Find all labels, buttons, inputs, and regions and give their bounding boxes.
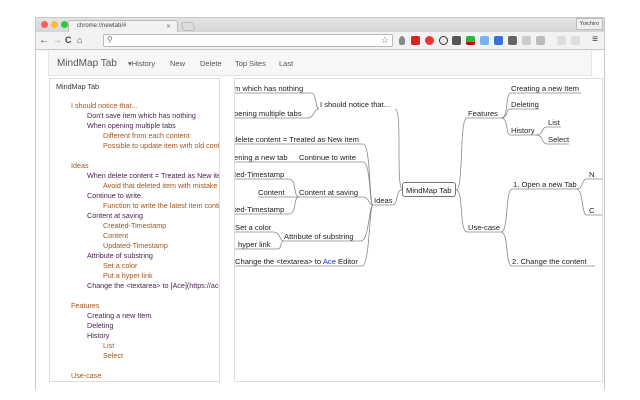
nav-delete[interactable]: Delete (200, 59, 222, 68)
minimize-window-button[interactable] (51, 21, 58, 28)
outline-line[interactable]: Continue to write (87, 191, 141, 200)
mm-node[interactable]: C (589, 206, 595, 215)
gray-extension-icon[interactable] (536, 36, 545, 45)
outline-line[interactable]: Different from each content (103, 131, 190, 140)
mm-node[interactable]: delete content = Treated as New item (234, 135, 360, 144)
app-navbar: MindMap Tab ▾History New Delete Top Site… (48, 51, 592, 76)
outline-line[interactable]: History (87, 331, 110, 340)
nav-top-sites[interactable]: Top Sites (235, 59, 266, 68)
ace-link[interactable]: Ace (322, 257, 336, 266)
outline-line[interactable]: Change the <textarea> to [Ace](https://a… (87, 281, 220, 290)
close-tab-icon[interactable]: ✕ (165, 24, 171, 30)
browser-toolbar: ← → C ⌂ ⚲ ☆ ≡ (36, 32, 604, 50)
mm-node[interactable]: N (589, 170, 595, 179)
outline-line[interactable]: Attribute of substring (87, 251, 153, 260)
outline-line[interactable]: Set a color (103, 261, 138, 270)
bell-extension-icon[interactable] (399, 36, 405, 45)
mm-node[interactable]: pening multiple tabs (234, 109, 302, 118)
mm-node[interactable]: Set a color (235, 223, 272, 232)
gmail-extension-icon[interactable] (411, 36, 420, 45)
new-tab-button[interactable] (180, 22, 196, 31)
maximize-window-button[interactable] (61, 21, 68, 28)
mindmap-connectors (235, 92, 602, 267)
mm-node[interactable]: Ideas (374, 196, 393, 205)
outline-line[interactable]: When delete content = Treated as New ite… (87, 171, 220, 180)
outline-line[interactable]: MindMap Tab (56, 82, 100, 91)
outline-line[interactable]: Select (103, 351, 123, 360)
home-icon[interactable]: ⌂ (77, 35, 83, 45)
mm-node[interactable]: Select (548, 135, 570, 144)
mm-text: Editor (335, 257, 358, 266)
mm-node[interactable]: ted-Timestamp (234, 170, 285, 179)
address-bar[interactable]: ⚲ ☆ (103, 34, 393, 47)
mm-node[interactable]: Content (258, 188, 285, 197)
bookmark-star-icon[interactable]: ☆ (380, 35, 389, 45)
blue-extension-icon[interactable] (480, 36, 489, 45)
outline-line[interactable]: Created-Timestamp (103, 221, 167, 230)
mm-node[interactable]: hyper link (238, 240, 271, 249)
mm-node[interactable]: Features (468, 109, 498, 118)
tab-title: chrome://newtab/# (77, 23, 127, 29)
calendar-extension-icon[interactable] (494, 36, 503, 45)
back-icon[interactable]: ← (39, 35, 49, 46)
mm-node[interactable]: Attribute of substring (284, 232, 354, 241)
close-window-button[interactable] (41, 21, 48, 28)
outline-line[interactable]: Function to write the latest item contin… (103, 201, 220, 210)
outline-line[interactable]: Content at saving (87, 211, 143, 220)
mm-node[interactable]: Creating a new Item (511, 84, 579, 93)
note-extension-icon[interactable] (571, 36, 580, 45)
outline-line[interactable]: Content (103, 231, 129, 240)
mm-node[interactable]: 2. Change the content (512, 257, 587, 266)
forward-icon[interactable]: → (52, 35, 62, 46)
mm-node[interactable]: List (548, 118, 560, 127)
mm-node[interactable]: Use-case (468, 223, 501, 232)
outline-line[interactable]: I should notice that... (71, 101, 138, 110)
outline-line[interactable]: List (103, 341, 115, 350)
rss-extension-icon[interactable] (557, 36, 566, 45)
nav-history[interactable]: ▾History (128, 59, 156, 68)
nav-new[interactable]: New (170, 59, 186, 68)
app-brand[interactable]: MindMap Tab (57, 58, 117, 69)
mm-node[interactable]: ted-Timestamp (234, 205, 285, 214)
mm-node[interactable]: Deleting (511, 100, 539, 109)
nav-last[interactable]: Last (279, 59, 294, 68)
mm-node[interactable]: ening a new tab (234, 153, 288, 162)
mm-node[interactable]: m which has nothing (234, 84, 304, 93)
outline-editor[interactable]: MindMap Tab I should notice that...Don't … (49, 78, 220, 382)
outline-line[interactable]: When opening multiple tabs (87, 121, 176, 130)
mm-node[interactable]: Change the <textarea> to Ace Editor (235, 257, 358, 266)
outline-line[interactable]: Deleting (87, 321, 114, 330)
info-extension-icon[interactable] (439, 36, 448, 45)
outline-line[interactable]: Don't save item which has nothing (87, 111, 196, 120)
search-icon: ⚲ (107, 35, 113, 44)
mail-extension-icon[interactable] (508, 36, 517, 45)
browser-window: chrome://newtab/# ✕ Yoichiro ← → C ⌂ ⚲ ☆ … (35, 17, 605, 390)
mm-text: Change the <textarea> to (235, 257, 323, 266)
mm-node[interactable]: History (511, 126, 535, 135)
mm-root-node[interactable]: MindMap Tab (402, 182, 456, 197)
tab-bar: chrome://newtab/# ✕ Yoichiro (36, 18, 604, 32)
mm-node[interactable]: Content at saving (299, 188, 359, 197)
dark-extension-icon[interactable] (452, 36, 461, 45)
outline-line[interactable]: Possible to update item with old content (103, 141, 220, 150)
outline-line[interactable]: Avoid that deleted item with mistake (103, 181, 218, 190)
outline-line[interactable]: Put a hyper link (103, 271, 153, 280)
profile-button[interactable]: Yoichiro (575, 18, 603, 30)
mm-node[interactable]: 1. Open a new Tab (513, 180, 577, 189)
photo-extension-icon[interactable] (522, 36, 531, 45)
mm-node[interactable]: I should notice that... (320, 100, 391, 109)
mm-node[interactable]: Continue to write (299, 153, 356, 162)
mindmap-view: m which has nothing pening multiple tabs… (234, 78, 603, 382)
outline-line[interactable]: Use-case (71, 371, 102, 380)
outline-line[interactable]: Features (71, 301, 100, 310)
reload-icon[interactable]: C (65, 35, 72, 45)
browser-tab[interactable]: chrome://newtab/# ✕ (68, 20, 178, 32)
outline-line[interactable]: Ideas (71, 161, 89, 170)
red-extension-icon[interactable] (425, 36, 434, 45)
outline-line[interactable]: Updated-Timestamp (103, 241, 168, 250)
green-extension-icon[interactable] (466, 36, 475, 45)
outline-line[interactable]: Creating a new Item (87, 311, 152, 320)
page-content: MindMap Tab ▾History New Delete Top Site… (36, 51, 604, 390)
menu-icon[interactable]: ≡ (592, 34, 598, 45)
